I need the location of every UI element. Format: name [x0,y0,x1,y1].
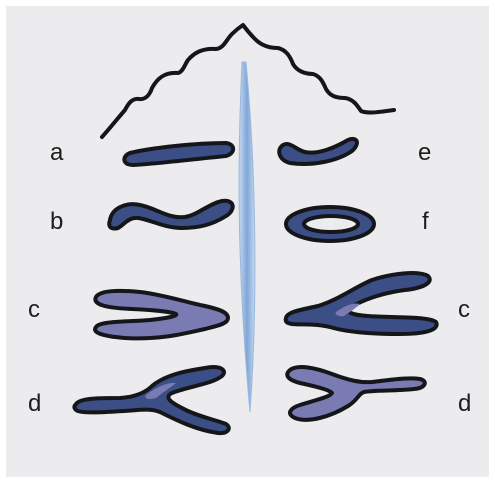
label-c-left: c [28,298,40,322]
shape-d-left [75,367,229,433]
shape-b-left [109,201,232,229]
label-b: b [50,210,63,234]
label-e: e [418,141,431,165]
label-d-left: d [28,392,41,416]
midline-streak [239,62,255,412]
shape-c-left [95,291,228,339]
shape-e-right [279,139,357,164]
label-f: f [422,210,429,234]
shape-c-right [286,273,437,334]
label-c-right: c [458,298,470,322]
shape-d-right [287,367,425,420]
label-a: a [50,141,63,165]
label-d-right: d [458,392,471,416]
shape-f-ring [286,207,374,241]
shape-a-left [124,143,233,165]
